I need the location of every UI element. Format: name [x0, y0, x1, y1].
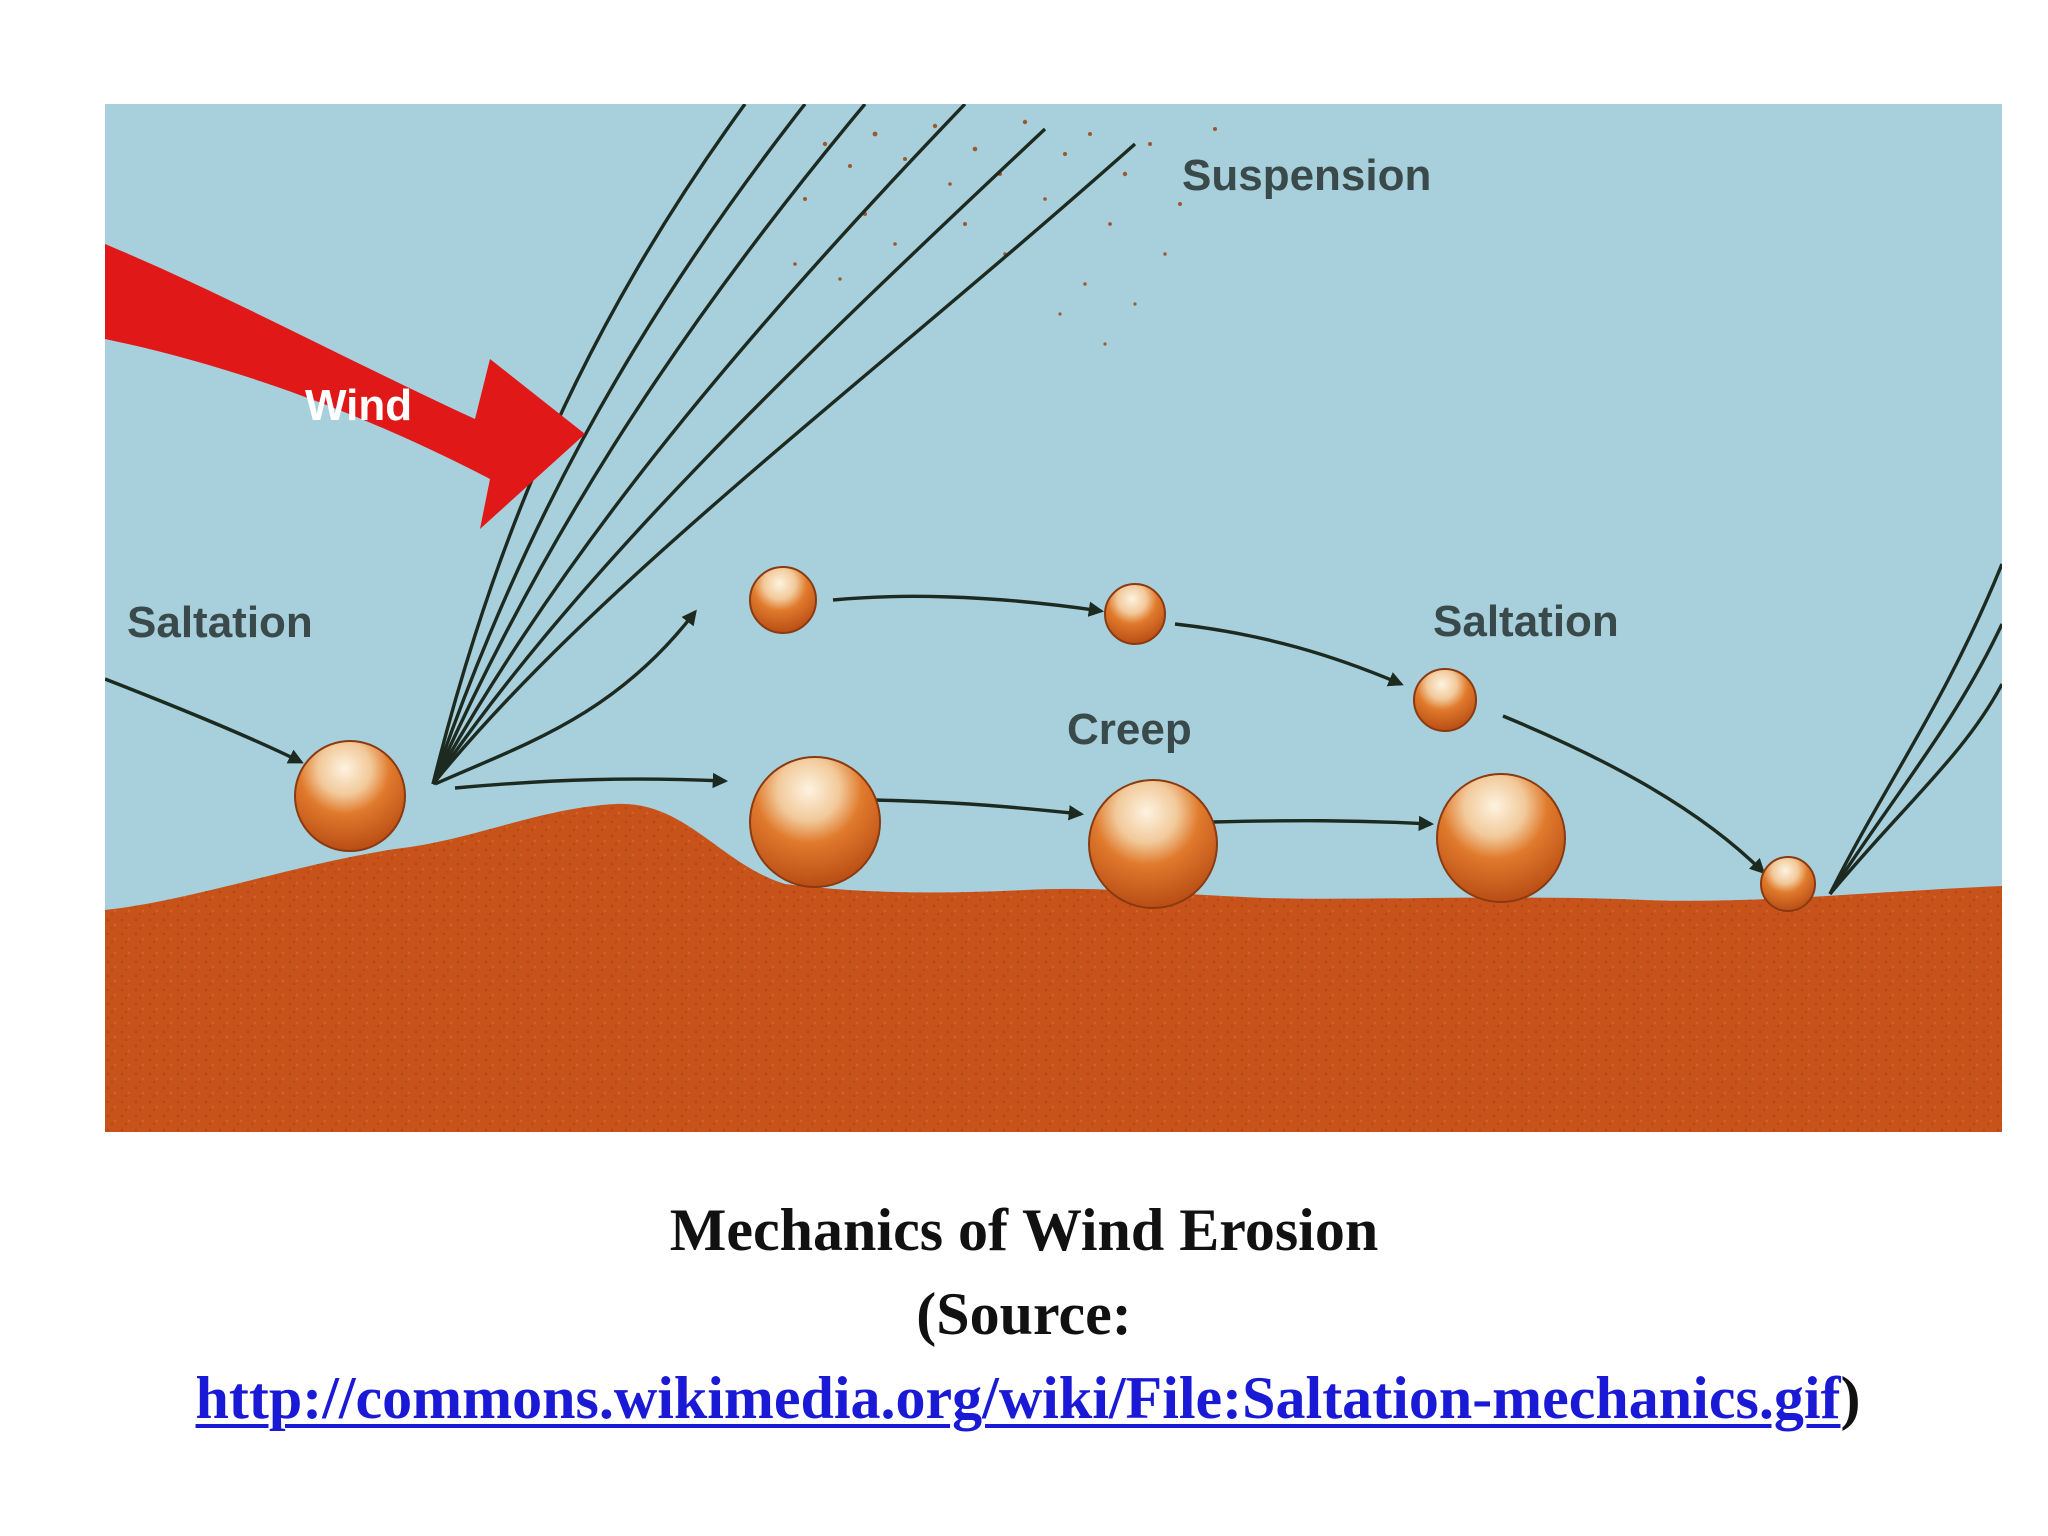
incoming-saltation-arrow: [105, 677, 304, 764]
saltation-label-left: Saltation: [127, 598, 313, 647]
caption-source-line: http://commons.wikimedia.org/wiki/File:S…: [0, 1356, 2048, 1440]
caption-source-open: (Source:: [916, 1281, 1132, 1347]
creep-label: Creep: [1067, 705, 1192, 754]
creep-path: [454, 772, 1435, 831]
ground-texture: [105, 803, 2002, 1132]
grain-creep-2: [1088, 779, 1218, 909]
sand-grains: [294, 566, 1816, 912]
wind-arrow: Wind: [105, 244, 585, 529]
saltation-label-right: Saltation: [1433, 597, 1619, 646]
grain-landing: [1760, 856, 1816, 912]
grain-saltation-3: [1413, 668, 1477, 732]
wind-label: Wind: [305, 381, 412, 430]
figure-caption: Mechanics of Wind Erosion (Source: http:…: [0, 1188, 2048, 1440]
grain-impact: [294, 740, 406, 852]
grain-creep-3: [1436, 773, 1566, 903]
grain-saltation-1: [749, 566, 817, 634]
saltation-path: [434, 594, 1766, 875]
suspension-label: Suspension: [1182, 151, 1431, 200]
caption-source-close: ): [1840, 1365, 1861, 1431]
grain-creep-1: [749, 756, 881, 888]
wind-erosion-diagram: Wind Suspension Saltation Saltation Cree…: [105, 104, 2002, 1132]
right-rising-trajectories: [1828, 563, 2002, 896]
source-link[interactable]: http://commons.wikimedia.org/wiki/File:S…: [195, 1365, 1841, 1431]
caption-title: Mechanics of Wind Erosion: [669, 1197, 1379, 1263]
grain-saltation-2: [1104, 583, 1166, 645]
